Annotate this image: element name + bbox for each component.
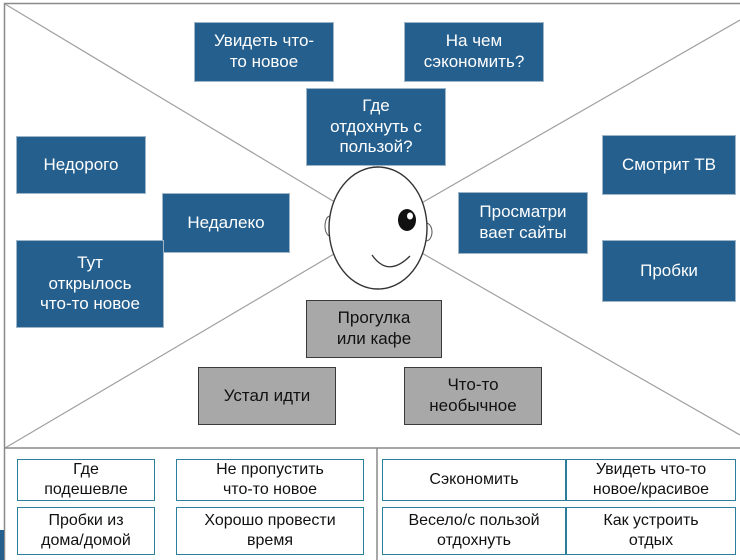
gain-cell: Весело/с пользой отдохнуть [382,507,566,555]
diagonal-bottom-right [377,227,740,436]
sticky-tired: Устал идти [198,367,336,425]
corner-marker [0,530,4,560]
sticky-walk-cafe: Прогулка или кафе [306,300,442,358]
sticky-tv: Смотрит ТВ [602,135,736,195]
sticky-cheap: Недорого [16,136,146,194]
gain-cell: Сэкономить [382,459,566,501]
pain-cell: Пробки из дома/домой [17,507,155,555]
diagonal-top-left [4,3,379,229]
sticky-traffic: Пробки [602,240,736,302]
diagonal-top-right [377,19,740,229]
frame-border [3,2,740,560]
diagonal-bottom-left [4,227,379,449]
gain-cell: Увидеть что-то новое/красивое [566,459,736,501]
pain-cell: Не пропустить что-то новое [176,459,364,501]
gain-cell: Как устроить отдых [566,507,736,555]
person-head-icon [324,166,433,290]
sticky-unusual: Что-то необычное [404,367,542,425]
sticky-near: Недалеко [162,193,290,253]
sticky-rest-useful: Где отдохнуть с пользой? [306,88,446,166]
sticky-sites: Просматри вает сайты [458,192,588,254]
pain-cell: Где подешевле [17,459,155,501]
pain-cell: Хорошо провести время [176,507,364,555]
sticky-see-new: Увидеть что- то новое [194,22,334,82]
sticky-opened-new: Тут открылось что-то новое [16,240,164,328]
sticky-save-on: На чем сэкономить? [404,22,544,82]
